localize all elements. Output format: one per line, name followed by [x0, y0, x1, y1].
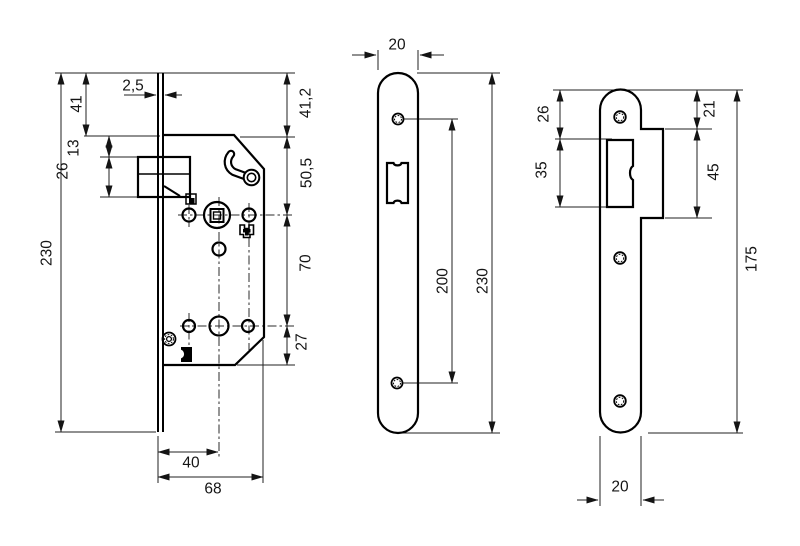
- faceplate-view: 20 200 230: [352, 37, 500, 435]
- dim-label-70: 70: [298, 254, 315, 272]
- fixing-hole-right: [241, 207, 257, 223]
- grommet-knurl: [164, 334, 174, 344]
- dim-label-175: 175: [744, 246, 761, 272]
- faceplate-outline-group: [376, 71, 420, 435]
- screw-hole-middle-countersink: [615, 253, 625, 263]
- dim-label-41: 41: [69, 95, 86, 112]
- latch-cutout: [385, 161, 410, 205]
- spring-clip-detail: [239, 224, 255, 239]
- grommet-inner: [165, 335, 173, 343]
- screw-hole-top: [613, 110, 627, 124]
- screw-hole-top: [391, 112, 405, 126]
- extension-lines: [553, 89, 743, 506]
- dim-label-20: 20: [611, 479, 629, 496]
- lock-body-outline-group: [136, 73, 266, 432]
- lever-pivot-outer: [242, 168, 261, 187]
- strike-plate-outline-group: [598, 88, 665, 434]
- screw-hole-bottom-countersink: [615, 396, 625, 406]
- dimension-lines: [352, 51, 496, 434]
- lower-hole-left: [181, 318, 197, 334]
- spring-clip-inner: [243, 229, 251, 236]
- fixing-hole-left: [181, 207, 197, 223]
- screw-hole-middle: [613, 251, 627, 265]
- spring-catch-detail: [181, 347, 192, 362]
- dim-label-40: 40: [182, 455, 200, 472]
- dim-label-27: 27: [294, 333, 311, 350]
- screw-hole-bottom: [390, 376, 404, 390]
- cylinder-hole: [208, 315, 230, 337]
- stop-square-outer: [185, 193, 197, 205]
- strike-cutout: [605, 138, 635, 209]
- screw-hole-bottom-countersink: [393, 379, 401, 387]
- lower-hole-right: [240, 318, 256, 334]
- screw-hole-top-countersink: [394, 115, 402, 123]
- dim-label-26: 26: [536, 105, 553, 122]
- latch-bevel-line: [163, 185, 181, 197]
- extension-lines: [377, 50, 500, 434]
- spindle-square-inner: [212, 211, 222, 220]
- spindle-follower-hole: [202, 200, 232, 230]
- dim-label-45: 45: [706, 163, 723, 180]
- dimension-lines: [556, 89, 741, 504]
- stop-square-inner: [189, 198, 195, 204]
- extension-lines: [55, 72, 295, 483]
- dimension-lines: [57, 72, 291, 481]
- screw-hole-bottom: [613, 394, 627, 408]
- dim-label-50-5: 50,5: [299, 158, 316, 188]
- faceplate-outline: [376, 71, 420, 435]
- dim-label-230: 230: [39, 240, 56, 266]
- mechanism-hole: [211, 241, 227, 257]
- dim-label-230: 230: [475, 268, 492, 294]
- dim-label-35: 35: [534, 161, 551, 178]
- dim-label-faceplate-thickness: 2,5: [122, 78, 144, 95]
- dim-label-200: 200: [435, 268, 452, 294]
- lock-case-outline: [163, 133, 266, 367]
- dim-label-41-2: 41,2: [298, 88, 315, 118]
- dim-label-13: 13: [66, 139, 83, 156]
- dim-label-20: 20: [388, 37, 406, 54]
- grommet-outer: [161, 331, 177, 347]
- lever-pivot-inner: [246, 172, 257, 183]
- lever-slot-inner: [225, 151, 248, 179]
- lock-body-view: 2,5 41 13 26 230 41,2 50,5 70 27 40 68: [39, 72, 316, 498]
- dim-label-21: 21: [702, 100, 719, 117]
- dim-label-26: 26: [55, 162, 72, 179]
- screw-hole-top-countersink: [615, 112, 625, 122]
- spring-catch-notch: [174, 349, 185, 359]
- strike-plate-outline: [598, 88, 665, 434]
- strike-plate-view: 26 35 21 45 175 20: [534, 88, 761, 506]
- dim-label-68: 68: [204, 481, 221, 498]
- spindle-square-outer: [209, 208, 225, 223]
- latch-bolt: [136, 155, 192, 199]
